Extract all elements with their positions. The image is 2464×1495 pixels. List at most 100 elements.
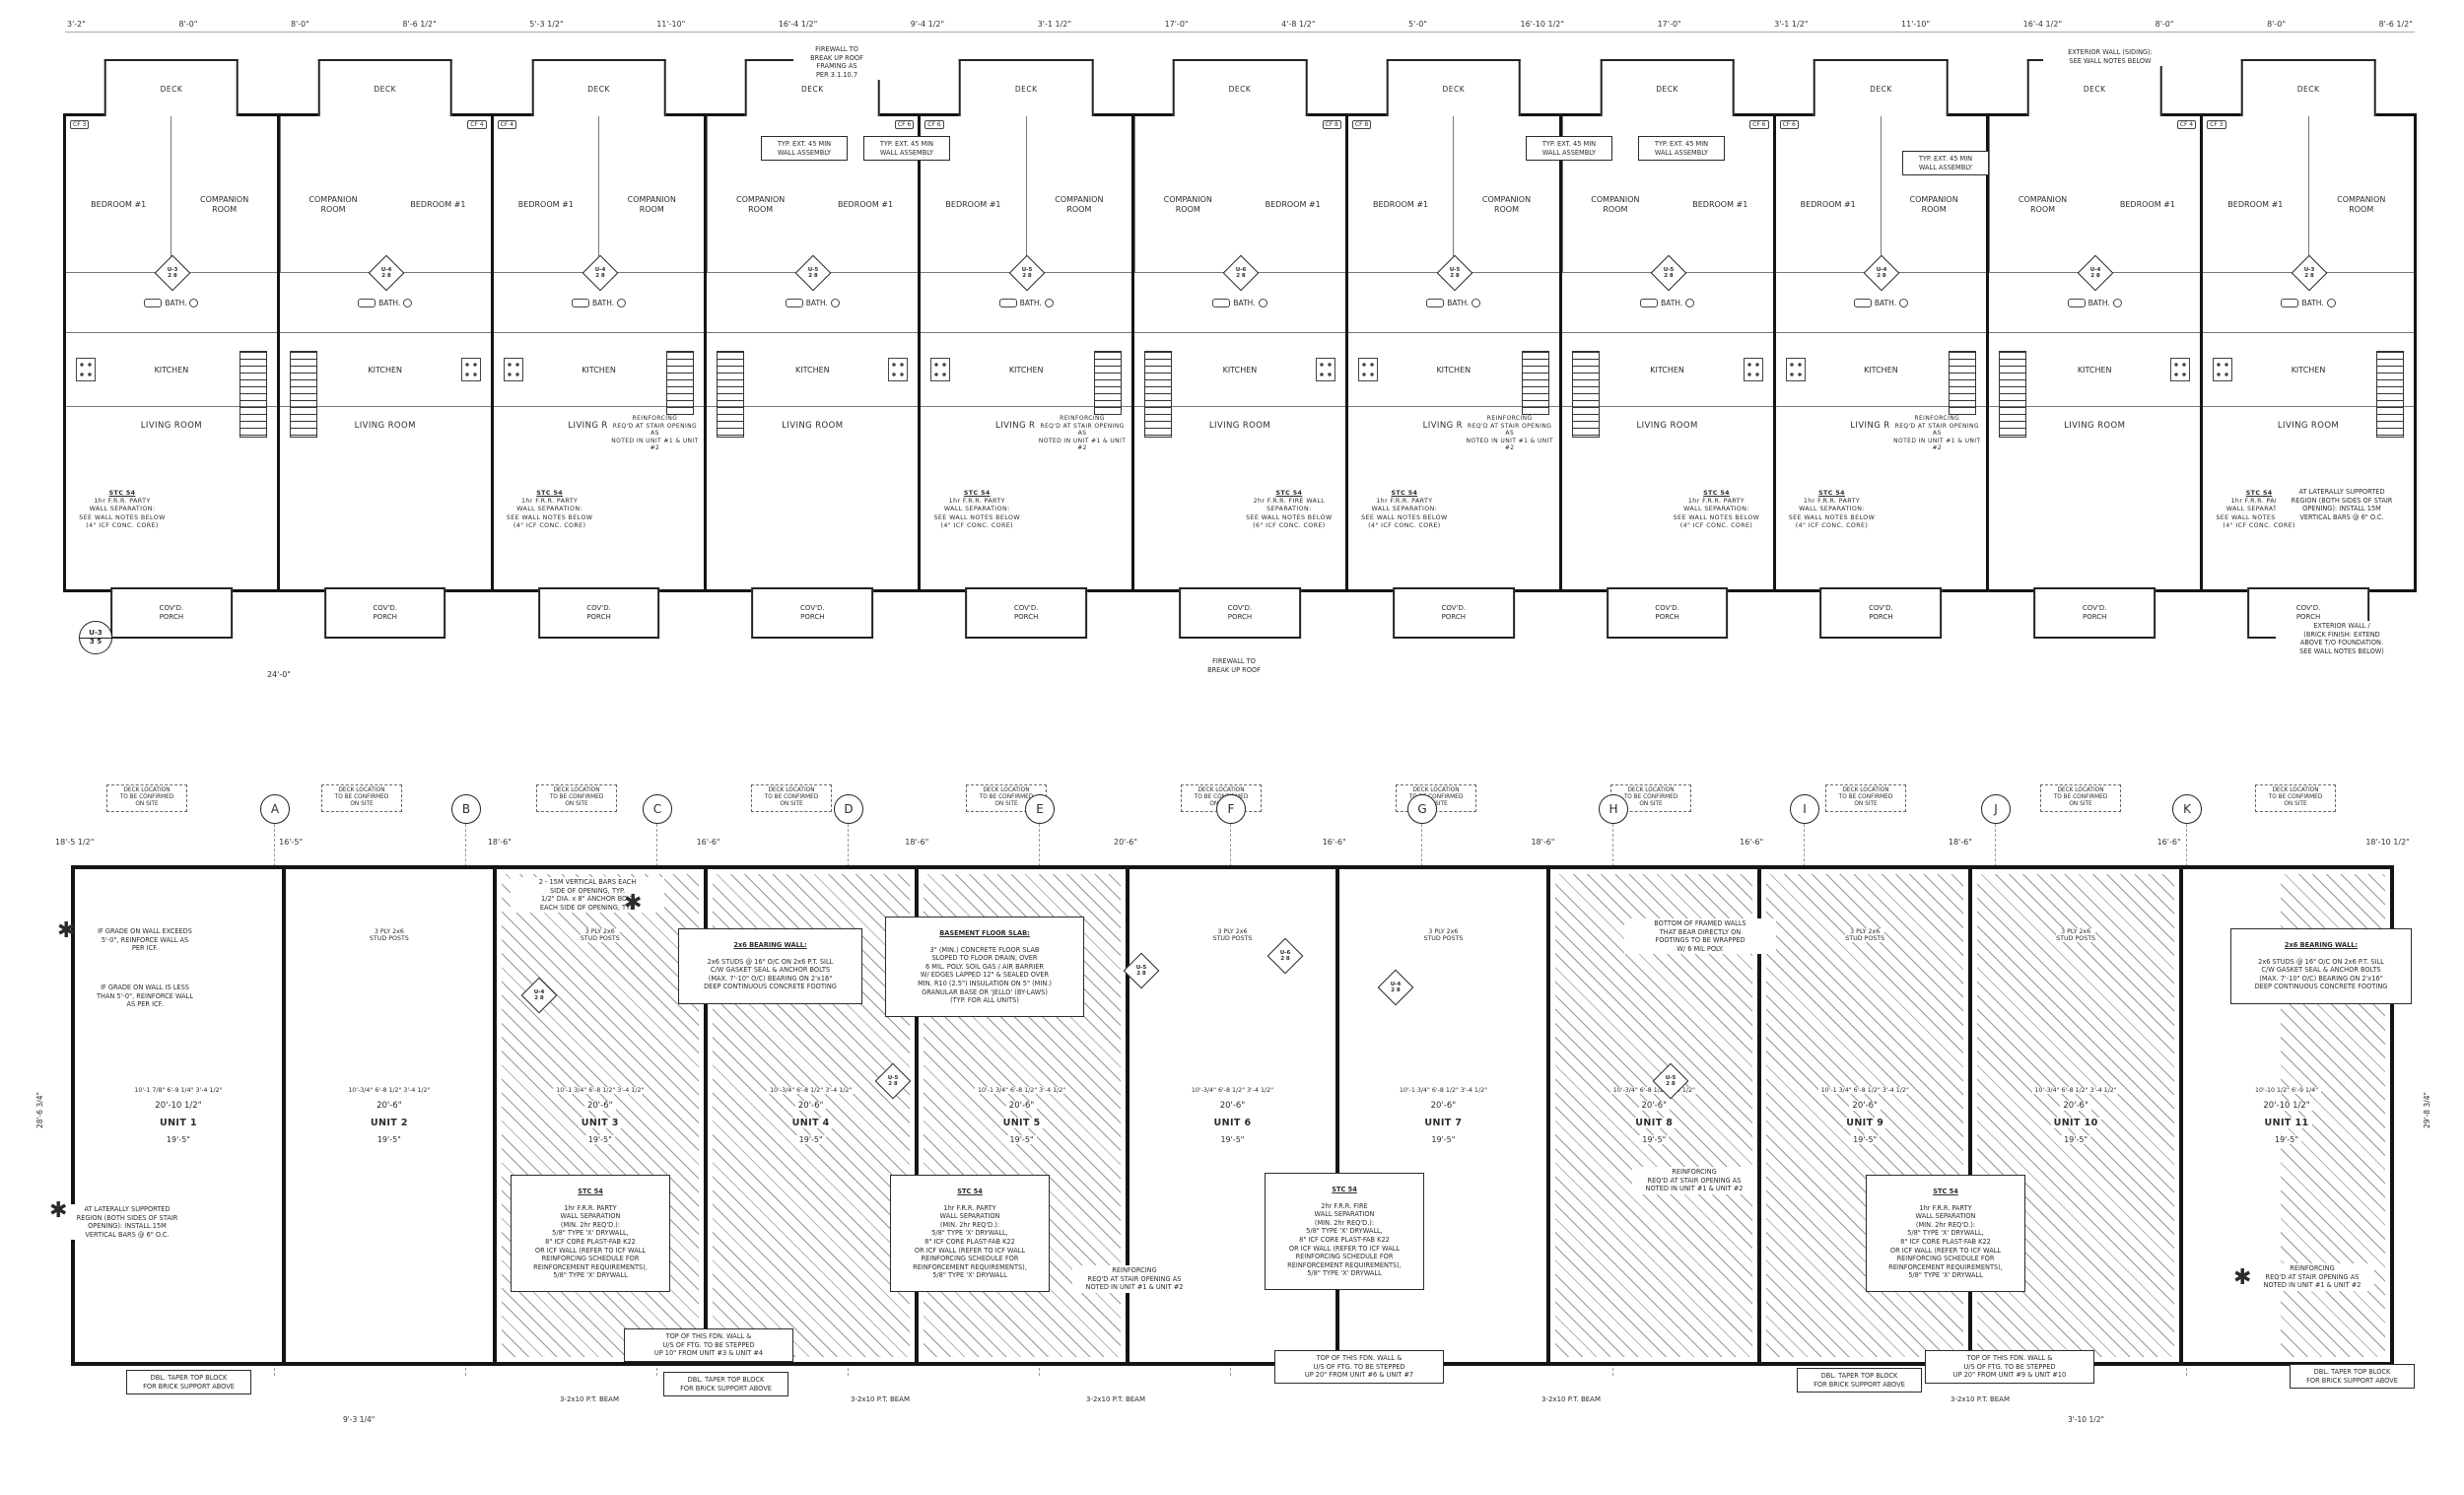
deck-label: DECK	[1870, 84, 1892, 94]
section-marker-sub: 2 8	[808, 272, 819, 279]
unit-width-dimension: 20'-6"	[583, 1101, 616, 1111]
deck-location-note: DECK LOCATION TO BE CONFIRMED ON SITE	[106, 784, 187, 812]
toilet-icon	[2112, 298, 2122, 307]
companion-room: COMPANION ROOM	[1989, 116, 2094, 272]
party-wall-note: STC 54 1hr F.R.R. PARTY WALL SEPARATION:…	[924, 490, 1030, 530]
beam-label: 3-2x10 P.T. BEAM	[849, 1395, 913, 1403]
living-room-label: LIVING ROOM	[782, 421, 844, 431]
deck: DECK	[1814, 59, 1949, 116]
bathroom: BATH.	[1134, 273, 1345, 333]
stove-icon	[930, 358, 951, 381]
deck: DECK	[531, 59, 666, 116]
exterior-siding-note: EXTERIOR WALL (SIDING): SEE WALL NOTES B…	[2043, 47, 2177, 67]
deck-label: DECK	[2296, 84, 2320, 94]
stove-icon	[888, 358, 909, 381]
taper-block-note: DBL. TAPER TOP BLOCK FOR BRICK SUPPORT A…	[126, 1370, 251, 1395]
section-marker-label: U-5	[1449, 266, 1461, 273]
deck: DECK	[2240, 59, 2376, 116]
stairs	[239, 351, 267, 438]
bathroom: BATH.	[1561, 273, 1773, 333]
bathroom-label: BATH.	[1874, 298, 1896, 307]
deck: DECK	[317, 59, 452, 116]
bathtub-icon	[1853, 298, 1872, 307]
unit-label: UNIT 1	[156, 1118, 200, 1128]
toilet-icon	[1258, 298, 1267, 307]
unit-label: UNIT 2	[367, 1118, 411, 1128]
stairs	[1999, 351, 2027, 438]
dimension-label: 29'-8 3/4"	[2423, 1092, 2431, 1128]
bathroom: BATH.	[1347, 273, 1559, 333]
deck: DECK	[2026, 59, 2162, 116]
stair-reinforcing-note: REINFORCING REQ'D AT STAIR OPENING AS NO…	[1072, 1265, 1197, 1293]
toilet-icon	[189, 298, 199, 307]
typ-ext-wall-note: TYP. EXT. 45 MIN WALL ASSEMBLY	[1526, 136, 1612, 162]
floorplan-unit: DECK CF 4 U-4 2 8 BEDROOM #1 COMPANION R…	[1986, 59, 2201, 639]
dimension-label: 16'-5"	[277, 838, 306, 847]
stove-icon	[2170, 358, 2191, 381]
deck-label: DECK	[1228, 84, 1252, 94]
porch-label: COV'D. PORCH	[2082, 603, 2107, 621]
bathroom-label: BATH.	[2301, 298, 2324, 307]
companion-room: COMPANION ROOM	[1880, 116, 1986, 272]
section-marker-label: U-5	[887, 1074, 899, 1081]
unit-label: UNIT 10	[2050, 1118, 2101, 1128]
bathtub-icon	[571, 298, 589, 307]
asterisk-marker: ✱	[57, 918, 76, 943]
living-room-label: LIVING ROOM	[2277, 421, 2340, 431]
bedroom: BEDROOM #1	[2227, 199, 2284, 209]
dimension-label: 18'-6"	[1529, 838, 1557, 847]
laterally-supported-note: AT LATERALLY SUPPORTED REGION (BOTH SIDE…	[63, 1204, 191, 1241]
stud-posts-note: 3 PLY 2x6 STUD POSTS	[2056, 928, 2096, 942]
unit-label: UNIT 8	[1632, 1118, 1677, 1128]
party-wall-note-body: 1hr F.R.R. PARTY WALL SEPARATION: SEE WA…	[79, 498, 166, 529]
companion-room: COMPANION ROOM	[1025, 116, 1131, 272]
elevation-marker-sub: 3 5	[80, 637, 111, 646]
section-marker-sub: 2 8	[1280, 955, 1290, 962]
section-marker-label: U-5	[808, 266, 819, 273]
asterisk-marker: ✱	[2233, 1265, 2252, 1290]
wall-type-tag: CF 3	[2207, 120, 2226, 129]
taper-block-note: DBL. TAPER TOP BLOCK FOR BRICK SUPPORT A…	[2290, 1364, 2415, 1390]
unit-bottom-dimension: 19'-5"	[1639, 1135, 1670, 1144]
party-wall-note-title: STC 54	[536, 490, 564, 498]
kitchen: KITCHEN	[2203, 333, 2414, 407]
upper-building-outline: DECK CF 3 U-3 2 8 BEDROOM #1 COMPANION R…	[63, 59, 2417, 639]
note-title: STC 54	[1332, 1185, 1357, 1193]
section-marker-sub: 2 8	[888, 1080, 898, 1087]
unit-label: UNIT 3	[578, 1118, 622, 1128]
covered-porch: COV'D. PORCH	[751, 587, 874, 639]
dimension-label: 20'-6"	[1112, 838, 1140, 847]
foundation-step-note: TOP OF THIS FDN. WALL & U/S OF FTG. TO B…	[624, 1328, 793, 1362]
kitchen-label: KITCHEN	[582, 365, 616, 374]
dimension-label: 11'-10"	[1899, 20, 1933, 29]
deck-location-note: DECK LOCATION TO BE CONFIRMED ON SITE	[536, 784, 617, 812]
unit-label: UNIT 9	[1843, 1118, 1887, 1128]
bathroom-label: BATH.	[1233, 298, 1256, 307]
companion-room: COMPANION ROOM	[279, 116, 385, 272]
party-wall-note-title: STC 54	[963, 490, 991, 498]
framed-walls-note: BOTTOM OF FRAMED WALLS THAT BEAR DIRECTL…	[1624, 918, 1776, 955]
bathroom-label: BATH.	[165, 298, 187, 307]
stairs	[289, 351, 317, 438]
deck: DECK	[103, 59, 240, 116]
party-wall-note-title: STC 54	[108, 490, 136, 498]
grade-less-note: IF GRADE ON WALL IS LESS THAN 5'-0", REI…	[81, 983, 209, 1010]
kitchen: KITCHEN	[66, 333, 277, 407]
bathroom-label: BATH.	[1019, 298, 1042, 307]
deck-label: DECK	[587, 84, 610, 94]
companion-room: COMPANION ROOM	[598, 116, 704, 272]
kitchen: KITCHEN	[493, 333, 705, 407]
basement-slab-note: BASEMENT FLOOR SLAB: 3" (MIN.) CONCRETE …	[885, 917, 1084, 1018]
bathroom: BATH.	[66, 273, 277, 333]
living-room-label: LIVING ROOM	[1422, 421, 1484, 431]
unit-bottom-dimension: 19'-5"	[2061, 1135, 2091, 1144]
dimension-label: 8'-0"	[288, 20, 311, 29]
porch-label: COV'D. PORCH	[159, 603, 184, 621]
party-wall-separation-note: STC 54 1hr F.R.R. PARTY WALL SEPARATION …	[890, 1175, 1050, 1293]
stair-reinforcing-note: REINFORCING REQ'D AT STAIR OPENING AS NO…	[2250, 1263, 2374, 1291]
beam-label: 3-2x10 P.T. BEAM	[1540, 1395, 1604, 1403]
stair-reinforcing-note: REINFORCING REQ'D AT STAIR OPENING AS NO…	[1632, 1167, 1756, 1194]
grid-bubble-e: E	[1025, 794, 1055, 824]
unit-label: UNIT 7	[1421, 1118, 1466, 1128]
section-marker-label: U-4	[533, 988, 545, 995]
